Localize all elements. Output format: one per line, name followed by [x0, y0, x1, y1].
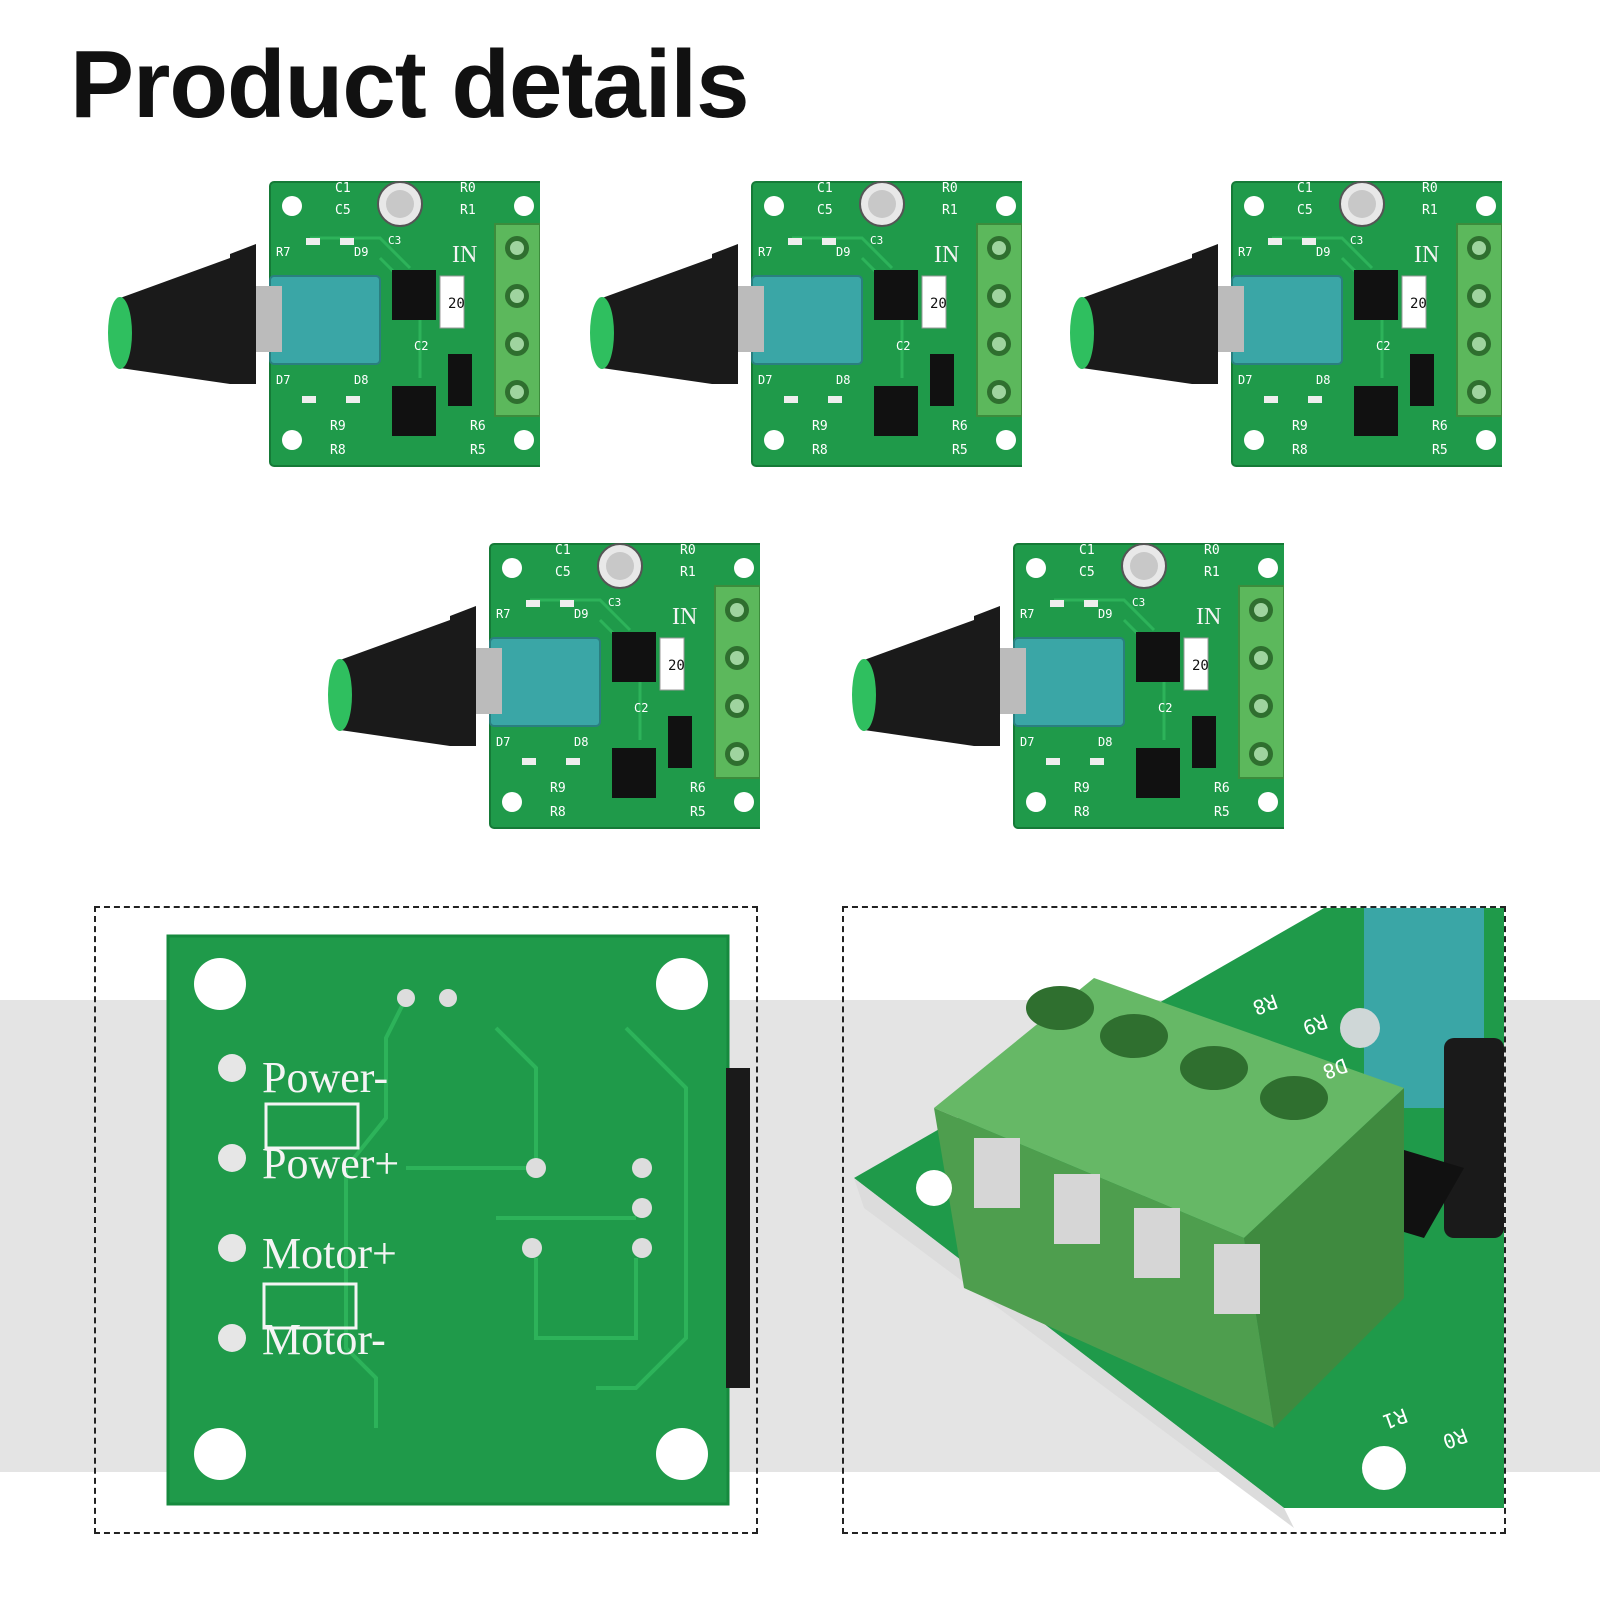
label-r0: R0	[1204, 543, 1220, 558]
label-r5: R5	[470, 443, 486, 458]
label-r9: R9	[330, 419, 346, 434]
terminal-closeup-frame: R8 R9 D8 R1 R0	[842, 906, 1506, 1534]
label-c3: C3	[388, 234, 401, 247]
label-chip: 20	[930, 296, 947, 312]
label-r9: R9	[550, 781, 566, 796]
label-r0: R0	[942, 181, 958, 196]
label-c2: C2	[1376, 339, 1390, 353]
label-d7: D7	[1238, 373, 1252, 387]
label-d8: D8	[836, 373, 850, 387]
label-c2: C2	[634, 701, 648, 715]
label-c5: C5	[335, 203, 351, 218]
label-chip: 20	[1192, 658, 1209, 674]
label-r7: R7	[758, 245, 772, 259]
label-r5: R5	[1432, 443, 1448, 458]
label-c3: C3	[1132, 596, 1145, 609]
label-d8: D8	[574, 735, 588, 749]
label-r1: R1	[680, 565, 696, 580]
label-r1: R1	[942, 203, 958, 218]
label-r0: R0	[460, 181, 476, 196]
label-c1: C1	[817, 181, 833, 196]
label-d7: D7	[758, 373, 772, 387]
label-r6: R6	[1432, 419, 1448, 434]
label-r6: R6	[470, 419, 486, 434]
label-r1: R1	[1204, 565, 1220, 580]
label-r0: R0	[680, 543, 696, 558]
label-d8: D8	[1098, 735, 1112, 749]
label-in: IN	[1414, 242, 1439, 268]
board-image-4: C1 C5 C3 R0 R1 R7 D9 IN 20 C2 D7 D8 R9 R…	[300, 540, 760, 840]
label-c2: C2	[896, 339, 910, 353]
board-image-2: C1 C5 C3 R0 R1 R7 D9 IN 20 C2 D7 D8 R9 R…	[562, 178, 1022, 478]
label-c1: C1	[1297, 181, 1313, 196]
label-r9: R9	[812, 419, 828, 434]
label-c3: C3	[608, 596, 621, 609]
label-in: IN	[672, 604, 697, 630]
label-r6: R6	[690, 781, 706, 796]
label-r7: R7	[1238, 245, 1252, 259]
label-chip: 20	[448, 296, 465, 312]
board-image-1: C1 C5 C3 R0 R1 R7 D9 IN 20 C2 D7 D8 R9 R…	[80, 178, 540, 478]
terminal-closeup-image: R8 R9 D8 R1 R0	[854, 908, 1504, 1528]
label-r7: R7	[276, 245, 290, 259]
label-r7: R7	[1020, 607, 1034, 621]
label-r9: R9	[1292, 419, 1308, 434]
label-c2: C2	[1158, 701, 1172, 715]
label-r6: R6	[1214, 781, 1230, 796]
label-d7: D7	[276, 373, 290, 387]
back-label-motor-minus: Motor-	[262, 1315, 386, 1364]
label-chip: 20	[668, 658, 685, 674]
label-c5: C5	[1297, 203, 1313, 218]
label-chip: 20	[1410, 296, 1427, 312]
label-r0: R0	[1422, 181, 1438, 196]
label-r5: R5	[690, 805, 706, 820]
label-d9: D9	[574, 607, 588, 621]
page-title: Product details	[70, 31, 749, 138]
label-in: IN	[452, 242, 477, 268]
label-r7: R7	[496, 607, 510, 621]
board-image-5: C1 C5 C3 R0 R1 R7 D9 IN 20 C2 D7 D8 R9 R…	[824, 540, 1284, 840]
label-c1: C1	[1079, 543, 1095, 558]
label-r8: R8	[550, 805, 566, 820]
board-image-3: C1 C5 C3 R0 R1 R7 D9 IN 20 C2 D7 D8 R9 R…	[1042, 178, 1502, 478]
label-d7: D7	[496, 735, 510, 749]
label-c3: C3	[1350, 234, 1363, 247]
label-d8: D8	[354, 373, 368, 387]
back-view-image: Power- Power+ Motor+ Motor-	[166, 934, 750, 1506]
label-r8: R8	[1292, 443, 1308, 458]
label-r1: R1	[460, 203, 476, 218]
label-c1: C1	[335, 181, 351, 196]
label-c2: C2	[414, 339, 428, 353]
label-d9: D9	[1098, 607, 1112, 621]
back-label-power-plus: Power+	[262, 1139, 399, 1188]
label-r8: R8	[330, 443, 346, 458]
back-view-frame: Power- Power+ Motor+ Motor-	[94, 906, 758, 1534]
label-c5: C5	[1079, 565, 1095, 580]
back-label-power-minus: Power-	[262, 1053, 388, 1102]
label-d9: D9	[1316, 245, 1330, 259]
back-label-motor-plus: Motor+	[262, 1229, 397, 1278]
label-d7: D7	[1020, 735, 1034, 749]
label-in: IN	[1196, 604, 1221, 630]
label-c5: C5	[817, 203, 833, 218]
label-in: IN	[934, 242, 959, 268]
label-r5: R5	[1214, 805, 1230, 820]
label-c1: C1	[555, 543, 571, 558]
label-c5: C5	[555, 565, 571, 580]
label-d9: D9	[354, 245, 368, 259]
label-d9: D9	[836, 245, 850, 259]
label-d8: D8	[1316, 373, 1330, 387]
label-r5: R5	[952, 443, 968, 458]
label-r6: R6	[952, 419, 968, 434]
label-r8: R8	[1074, 805, 1090, 820]
label-r9: R9	[1074, 781, 1090, 796]
label-r1: R1	[1422, 203, 1438, 218]
label-r8: R8	[812, 443, 828, 458]
label-c3: C3	[870, 234, 883, 247]
